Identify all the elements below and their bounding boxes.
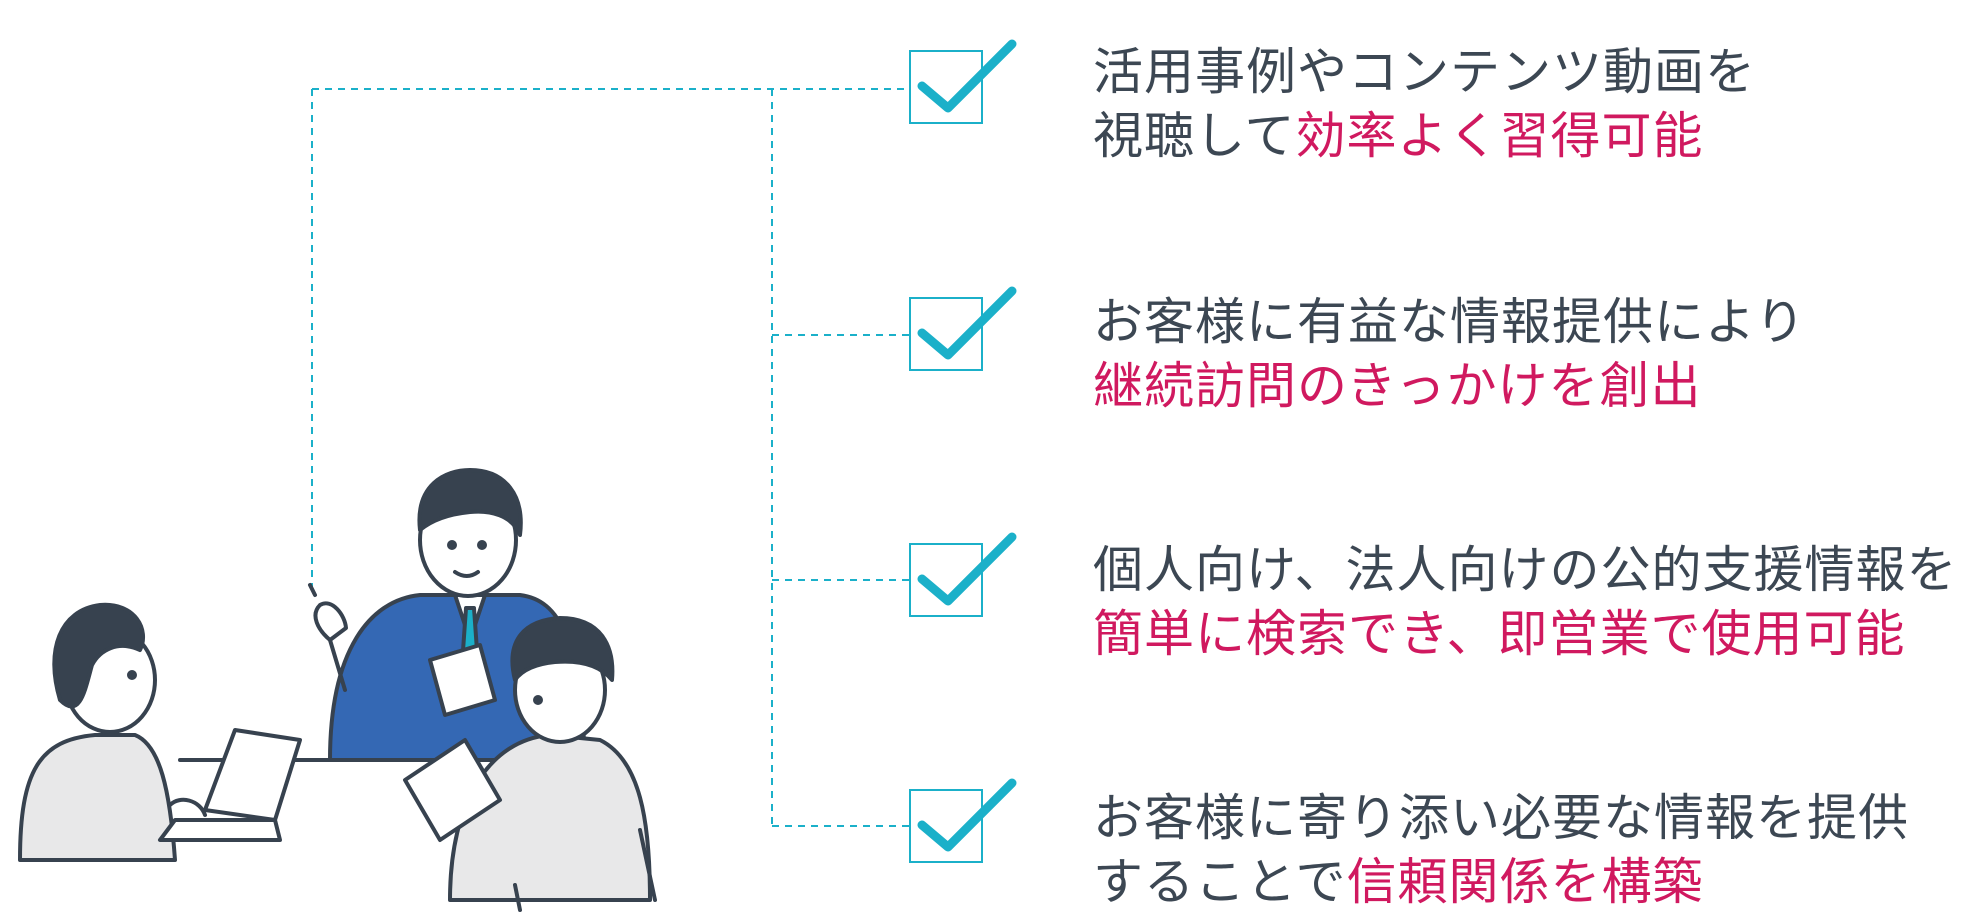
benefit-3-line-2: 簡単に検索でき、即営業で使用可能 — [1093, 602, 1958, 666]
benefit-item-2: お客様に有益な情報提供により 継続訪問のきっかけを創出 — [1093, 290, 1806, 418]
benefit-1-highlight: 効率よく習得可能 — [1295, 107, 1704, 165]
benefit-item-1: 活用事例やコンテンツ動画を 視聴して効率よく習得可能 — [1093, 40, 1756, 168]
client-figure — [403, 616, 657, 912]
meeting-illustration — [18, 468, 657, 912]
benefit-2-highlight: 継続訪問のきっかけを創出 — [1093, 357, 1702, 415]
benefit-2-line-2: 継続訪問のきっかけを創出 — [1093, 354, 1806, 418]
benefit-4-line-1: お客様に寄り添い必要な情報を提供 — [1093, 789, 1909, 847]
benefit-item-4: お客様に寄り添い必要な情報を提供 することで信頼関係を構築 — [1093, 786, 1909, 914]
benefit-3-line-1: 個人向け、法人向けの公的支援情報を — [1093, 541, 1958, 599]
benefit-3-highlight: 簡単に検索でき、即営業で使用可能 — [1093, 605, 1906, 663]
benefit-2-line-1: お客様に有益な情報提供により — [1093, 293, 1806, 351]
benefit-4-line-2: することで信頼関係を構築 — [1093, 853, 1704, 911]
checkmark-box-icon — [909, 778, 1017, 863]
benefit-1-line-1: 活用事例やコンテンツ動画を — [1093, 43, 1756, 101]
checkmark-box-icon — [909, 286, 1017, 371]
checkmark-box-icon — [909, 39, 1017, 124]
benefit-4-highlight: 信頼関係を構築 — [1346, 853, 1704, 911]
woman-figure — [18, 602, 302, 862]
benefit-item-3: 個人向け、法人向けの公的支援情報を 簡単に検索でき、即営業で使用可能 — [1093, 538, 1958, 666]
checkmark-box-icon — [909, 532, 1017, 617]
benefit-1-line-2: 視聴して効率よく習得可能 — [1093, 107, 1704, 165]
